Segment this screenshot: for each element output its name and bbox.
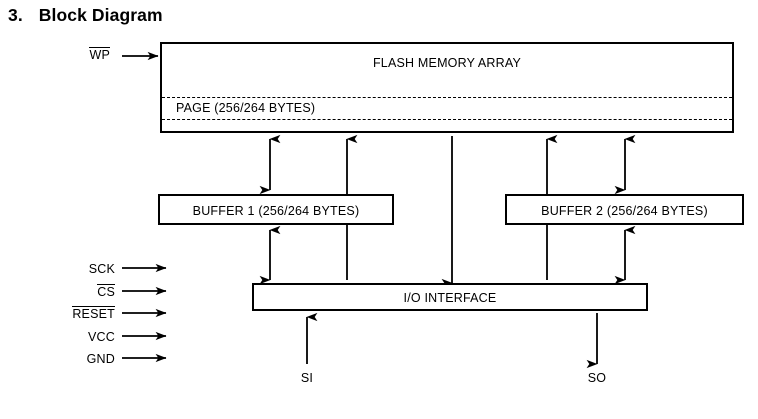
buffer-2-block: BUFFER 2 (256/264 BYTES) — [505, 194, 744, 225]
page-title: 3. Block Diagram — [8, 2, 408, 28]
io-interface-block: I/O INTERFACE — [252, 283, 648, 311]
buffer-1-label: BUFFER 1 (256/264 BYTES) — [192, 204, 360, 218]
pin-label-wp: WP — [30, 47, 110, 62]
pin-label-vcc-text: VCC — [88, 330, 115, 344]
section-title: Block Diagram — [38, 4, 163, 25]
pin-label-vcc: VCC — [30, 330, 115, 344]
page-label: PAGE (256/264 BYTES) — [176, 101, 316, 115]
page-boundary-top — [162, 97, 732, 98]
buffer-2-label: BUFFER 2 (256/264 BYTES) — [541, 204, 708, 218]
page-boundary-bottom — [162, 119, 732, 120]
pin-label-si: SI — [300, 371, 314, 385]
section-number: 3. — [8, 4, 23, 25]
flash-memory-array-block: FLASH MEMORY ARRAY PAGE (256/264 BYTES) — [160, 42, 734, 133]
io-interface-label: I/O INTERFACE — [403, 291, 497, 305]
pin-label-so: SO — [587, 371, 607, 385]
buffer-1-block: BUFFER 1 (256/264 BYTES) — [158, 194, 394, 225]
pin-label-gnd: GND — [30, 352, 115, 366]
pin-label-reset-text: RESET — [72, 306, 115, 321]
pin-label-wp-text: WP — [89, 47, 110, 62]
pin-label-sck-text: SCK — [88, 262, 115, 276]
pin-label-cs-text: CS — [97, 284, 115, 299]
pin-label-gnd-text: GND — [86, 352, 115, 366]
pin-label-sck: SCK — [30, 262, 115, 276]
pin-label-reset: RESET — [10, 306, 115, 321]
pin-label-cs: CS — [30, 284, 115, 299]
flash-memory-array-title: FLASH MEMORY ARRAY — [372, 56, 522, 70]
